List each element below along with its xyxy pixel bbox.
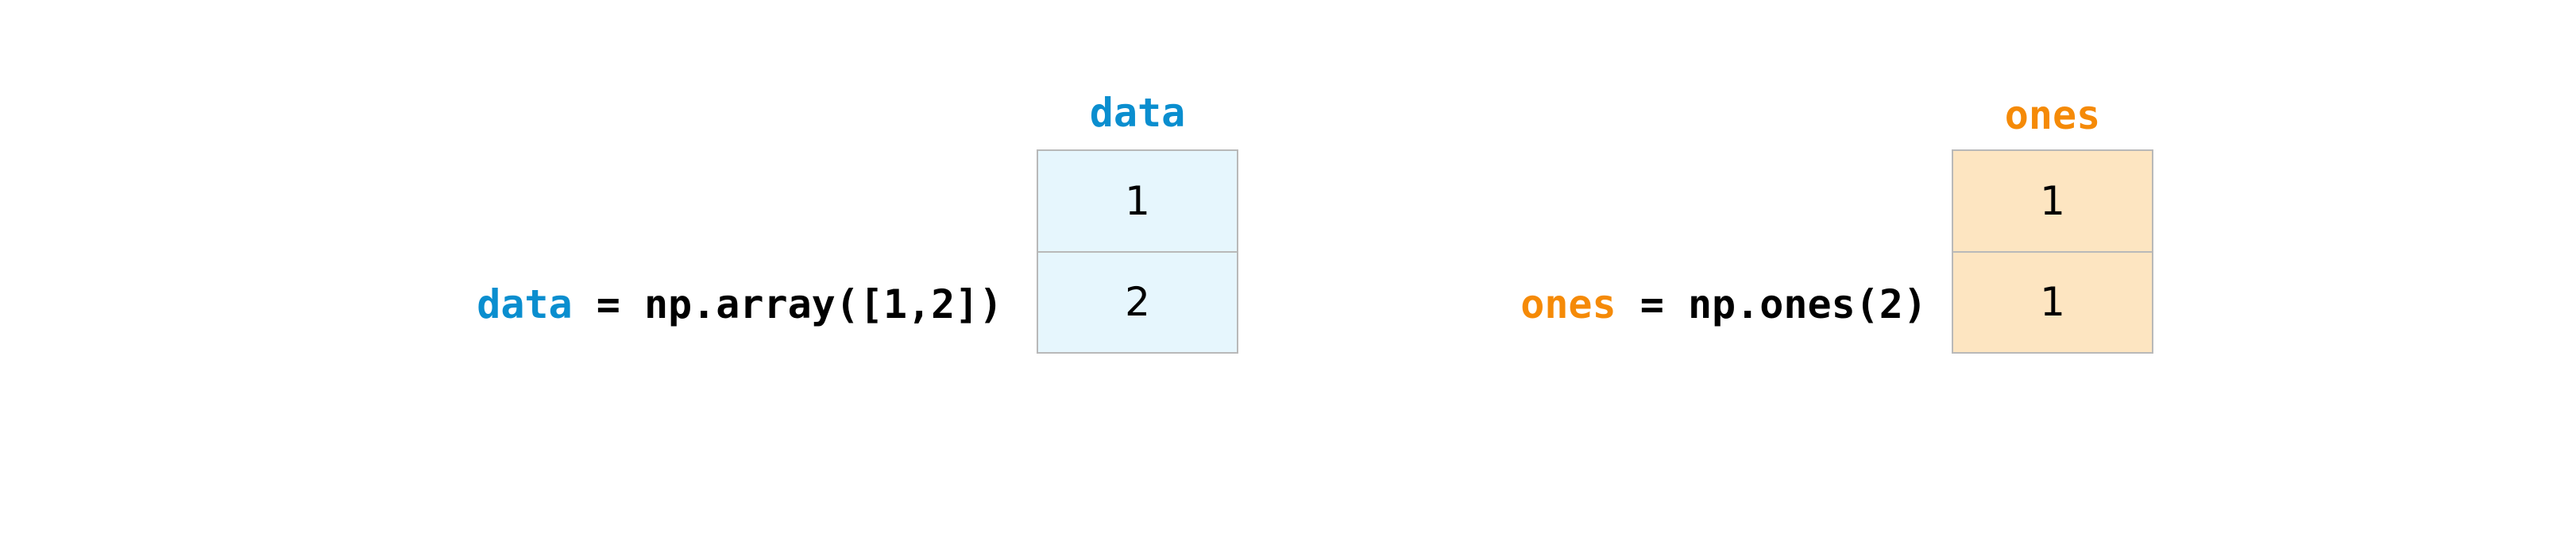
ones-variable-name: ones	[1520, 281, 1616, 327]
ones-expression: ones = np.ones(2)	[1473, 221, 1927, 327]
data-variable-name: data	[477, 281, 573, 327]
data-array-cell-0: 1	[1125, 177, 1150, 224]
data-expression-rest: = np.array([1,2])	[572, 281, 1003, 327]
ones-array-cell-0: 1	[2040, 177, 2065, 224]
data-expression: data = np.array([1,2])	[429, 221, 1002, 327]
ones-array-label: ones	[2004, 92, 2101, 138]
data-array-cell-1: 2	[1038, 250, 1237, 353]
ones-array-cell-1: 1	[1953, 250, 2152, 353]
data-array-label: data	[1089, 90, 1186, 136]
data-array-box: 1 2	[1037, 149, 1238, 354]
ones-expression-rest: = np.ones(2)	[1616, 281, 1927, 327]
ones-array-box: 1 1	[1952, 149, 2153, 354]
